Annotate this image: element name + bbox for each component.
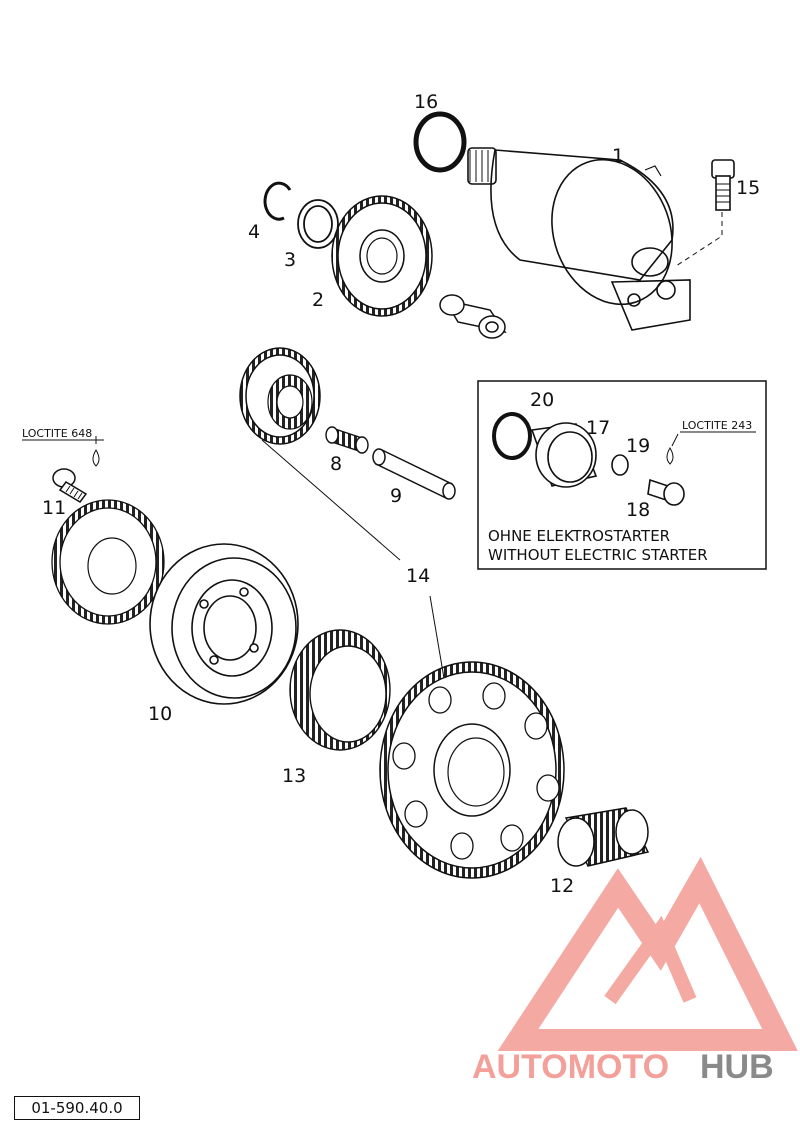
- watermark-logo: [497, 856, 798, 1051]
- label-8: 8: [330, 453, 342, 475]
- needle-bearing: [325, 426, 369, 454]
- label-18: 18: [626, 499, 650, 521]
- label-3: 3: [284, 249, 296, 271]
- gear-11: [51, 499, 165, 625]
- drop-icon: [92, 449, 100, 467]
- inset-o-ring: [492, 412, 532, 460]
- o-ring: [413, 111, 467, 173]
- label-19: 19: [626, 435, 650, 457]
- washer: [297, 199, 339, 249]
- inset-caption-en: WITHOUT ELECTRIC STARTER: [488, 546, 708, 564]
- shaft: [372, 448, 456, 500]
- starter-motor: [467, 147, 691, 331]
- watermark-text-2: HUB: [700, 1048, 774, 1086]
- intermediate-gear: [331, 195, 433, 317]
- label-16: 16: [414, 91, 438, 113]
- loctite-243-note: LOCTITE 243: [682, 419, 752, 432]
- label-17: 17: [586, 417, 610, 439]
- freewheel: [289, 629, 391, 751]
- label-9: 9: [390, 485, 402, 507]
- label-20: 20: [530, 389, 554, 411]
- label-10: 10: [148, 703, 172, 725]
- screw: [52, 468, 88, 503]
- freewheel-housing: [149, 543, 299, 705]
- inset-drop-icon: [666, 447, 674, 465]
- label-4: 4: [248, 221, 260, 243]
- sleeve: [439, 294, 507, 339]
- watermark-text-1: AUTOMOTO: [472, 1048, 669, 1086]
- label-2: 2: [312, 289, 324, 311]
- diagram-code: 01-590.40.0: [14, 1096, 140, 1120]
- label-1: 1: [612, 145, 624, 167]
- needle-bearing-large: [557, 807, 650, 867]
- circlip: [263, 181, 292, 221]
- label-13: 13: [282, 765, 306, 787]
- label-15: 15: [736, 177, 760, 199]
- double-gear: [239, 347, 321, 445]
- inset-washer: [611, 454, 629, 476]
- label-12: 12: [550, 875, 574, 897]
- inset-caption-de: OHNE ELEKTROSTARTER: [488, 527, 670, 545]
- label-14: 14: [406, 565, 430, 587]
- inset-box: [477, 380, 767, 570]
- bolt: [711, 159, 735, 211]
- starter-gear: [379, 661, 565, 879]
- inset-bolt: [647, 478, 685, 506]
- loctite-648-note: LOCTITE 648: [22, 427, 92, 440]
- inset-bushing: [530, 422, 598, 488]
- label-11: 11: [42, 497, 66, 519]
